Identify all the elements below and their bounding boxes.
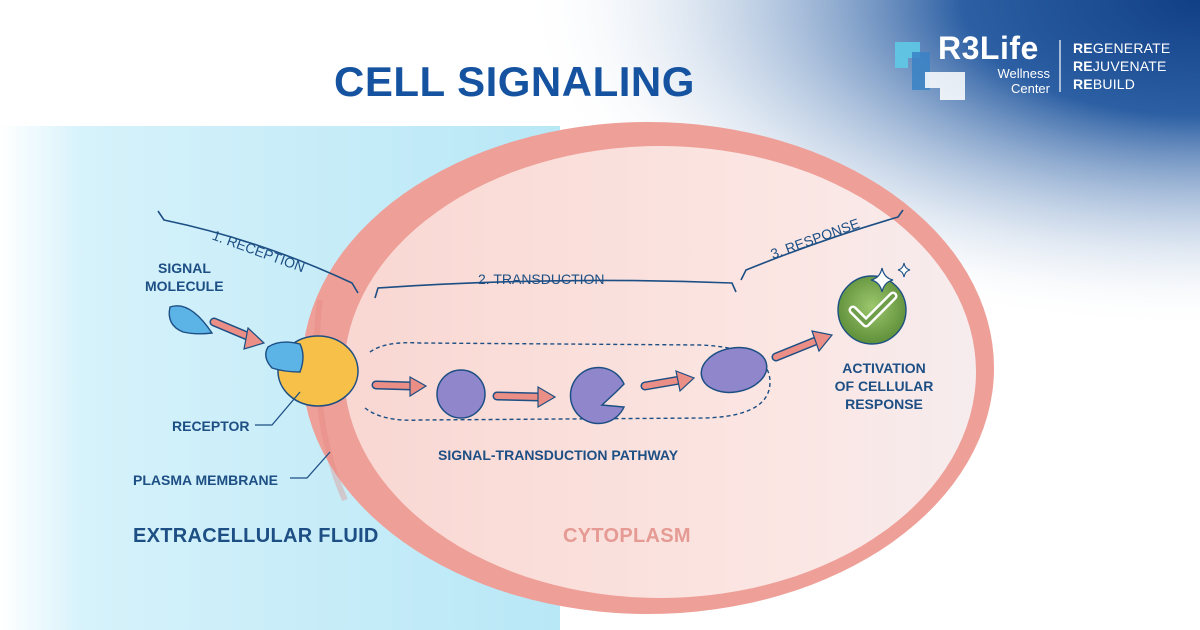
sparkle-icon bbox=[897, 262, 911, 278]
arrow-to-relay-3 bbox=[640, 370, 696, 393]
signal-molecule-label-2: MOLECULE bbox=[145, 278, 224, 294]
receptor-leader bbox=[255, 391, 301, 426]
stage-label-transduction: 2. TRANSDUCTION bbox=[478, 271, 605, 287]
signal-molecule-label-1: SIGNAL bbox=[158, 260, 211, 276]
receptor-label: RECEPTOR bbox=[172, 418, 250, 434]
reception-bracket bbox=[157, 210, 359, 294]
brand-name: R3Life bbox=[938, 30, 1039, 66]
sparkle-icon bbox=[870, 267, 894, 293]
transduction-bracket bbox=[374, 279, 737, 299]
response-bracket bbox=[740, 209, 904, 281]
plasma-membrane-label: PLASMA MEMBRANE bbox=[133, 472, 278, 488]
relay-molecule-icon bbox=[700, 346, 768, 394]
brand-tagline-2: REJUVENATE bbox=[1073, 58, 1167, 74]
brand-line-2: Center bbox=[1010, 81, 1050, 96]
activation-label-1: ACTIVATION bbox=[842, 360, 926, 376]
arrow-to-receptor bbox=[209, 317, 266, 350]
brand-tagline-1: REGENERATE bbox=[1073, 40, 1171, 56]
membrane-leader bbox=[290, 451, 331, 479]
extracellular-label: EXTRACELLULAR FLUID bbox=[133, 525, 379, 547]
activation-label-2: OF CELLULAR bbox=[834, 378, 934, 394]
arrow-to-response bbox=[771, 330, 834, 362]
cytoplasm-region bbox=[344, 146, 976, 598]
relay-molecule-icon bbox=[569, 366, 626, 425]
arrow-to-relay-2 bbox=[492, 385, 557, 409]
cytoplasm-label: CYTOPLASM bbox=[563, 525, 691, 547]
receptor-icon bbox=[265, 335, 359, 407]
activation-label-3: RESPONSE bbox=[845, 396, 923, 412]
relay-molecule-icon bbox=[436, 369, 486, 419]
check-badge-icon bbox=[837, 275, 907, 345]
signal-molecule-icon bbox=[168, 305, 214, 335]
brand-tagline-3: REBUILD bbox=[1073, 76, 1136, 92]
arrow-to-relay-1 bbox=[371, 375, 428, 398]
brand-logo-icon bbox=[895, 42, 965, 100]
page-title: CELL SIGNALING bbox=[334, 58, 695, 105]
brand-line-1: Wellness bbox=[997, 66, 1050, 81]
pathway-label: SIGNAL-TRANSDUCTION PATHWAY bbox=[438, 447, 679, 463]
